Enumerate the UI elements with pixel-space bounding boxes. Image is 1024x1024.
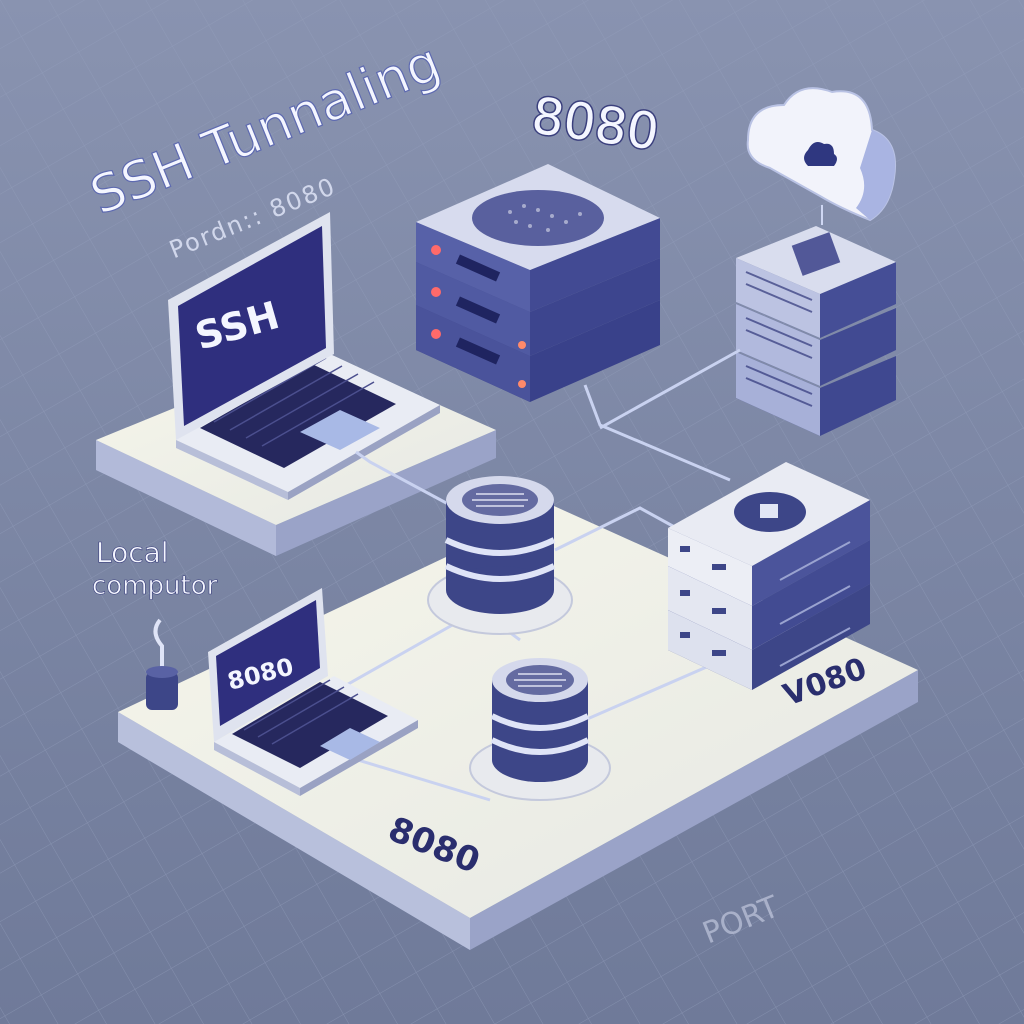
server-rack-icon <box>668 462 870 690</box>
laptop-icon: 8080 <box>208 588 418 796</box>
database-icon <box>427 476 573 635</box>
database-icon <box>469 658 611 801</box>
cloud-icon <box>746 87 896 225</box>
server-rack-icon <box>416 164 660 402</box>
local-computer-label-line1: Local <box>96 536 169 569</box>
local-computer-label-line2: computor <box>92 571 218 601</box>
antenna-icon <box>146 618 178 710</box>
server-rack-icon <box>736 226 896 436</box>
laptop-icon: SSH <box>168 212 440 500</box>
